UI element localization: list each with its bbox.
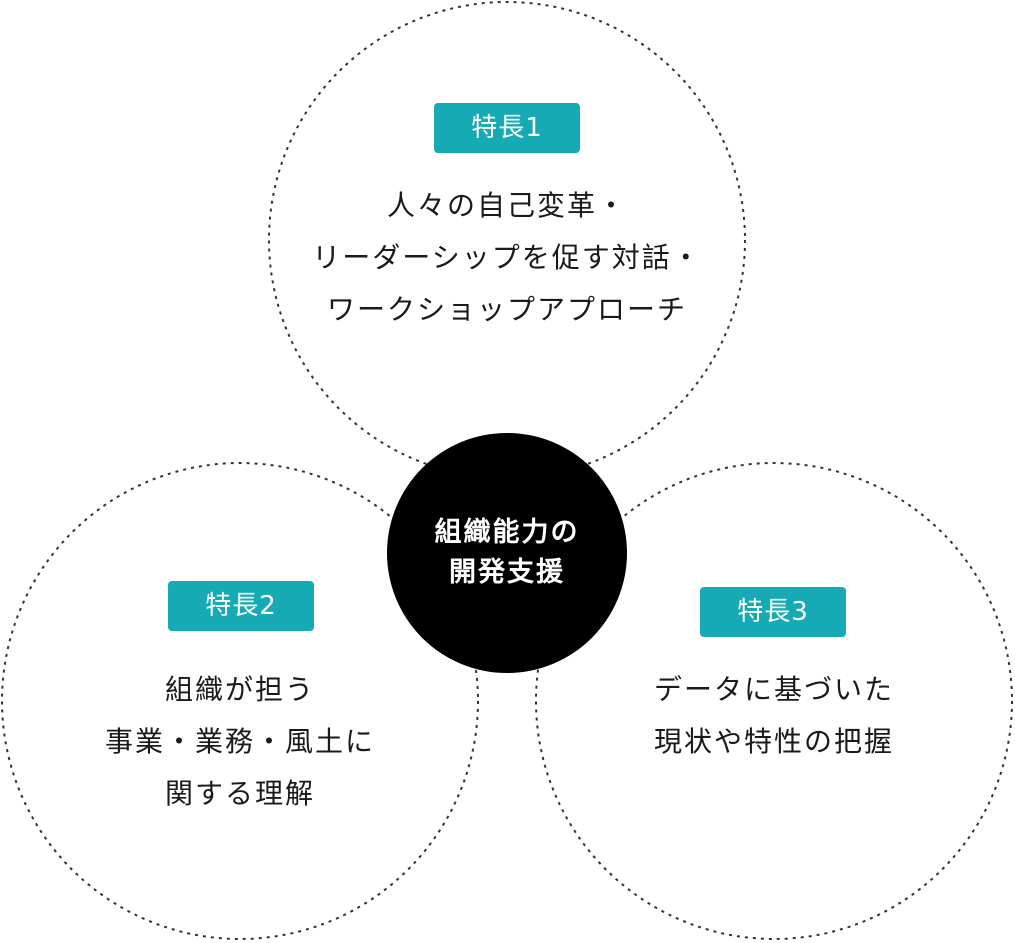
feature-1-ring: [268, 1, 746, 479]
feature-1-line-2: リーダーシップを促す対話・: [312, 241, 702, 274]
feature-3-line-1: データに基づいた: [653, 673, 894, 706]
feature-3-line-2: 現状や特性の把握: [653, 725, 894, 758]
feature-2-ring: [1, 462, 479, 940]
feature-2-line-2: 事業・業務・風土に: [104, 725, 375, 758]
feature-2-text: 組織が担う 事業・業務・風土に 関する理解: [60, 664, 420, 820]
feature-3-badge: 特長3: [700, 587, 846, 637]
feature-1-line-3: ワークショップアプローチ: [326, 293, 687, 326]
feature-2-line-3: 関する理解: [164, 777, 315, 810]
center-line-2: 開発支援: [449, 557, 565, 588]
feature-2-badge: 特長2: [168, 581, 314, 631]
center-circle: 組織能力の 開発支援: [387, 433, 627, 673]
feature-1-line-1: 人々の自己変革・: [386, 189, 627, 222]
feature-1-text: 人々の自己変革・ リーダーシップを促す対話・ ワークショップアプローチ: [292, 180, 722, 336]
feature-3-text: データに基づいた 現状や特性の把握: [594, 664, 954, 768]
feature-3-ring: [535, 462, 1013, 940]
feature-1-badge: 特長1: [434, 103, 580, 153]
feature-2-line-1: 組織が担う: [164, 673, 315, 706]
center-line-1: 組織能力の: [434, 517, 580, 548]
